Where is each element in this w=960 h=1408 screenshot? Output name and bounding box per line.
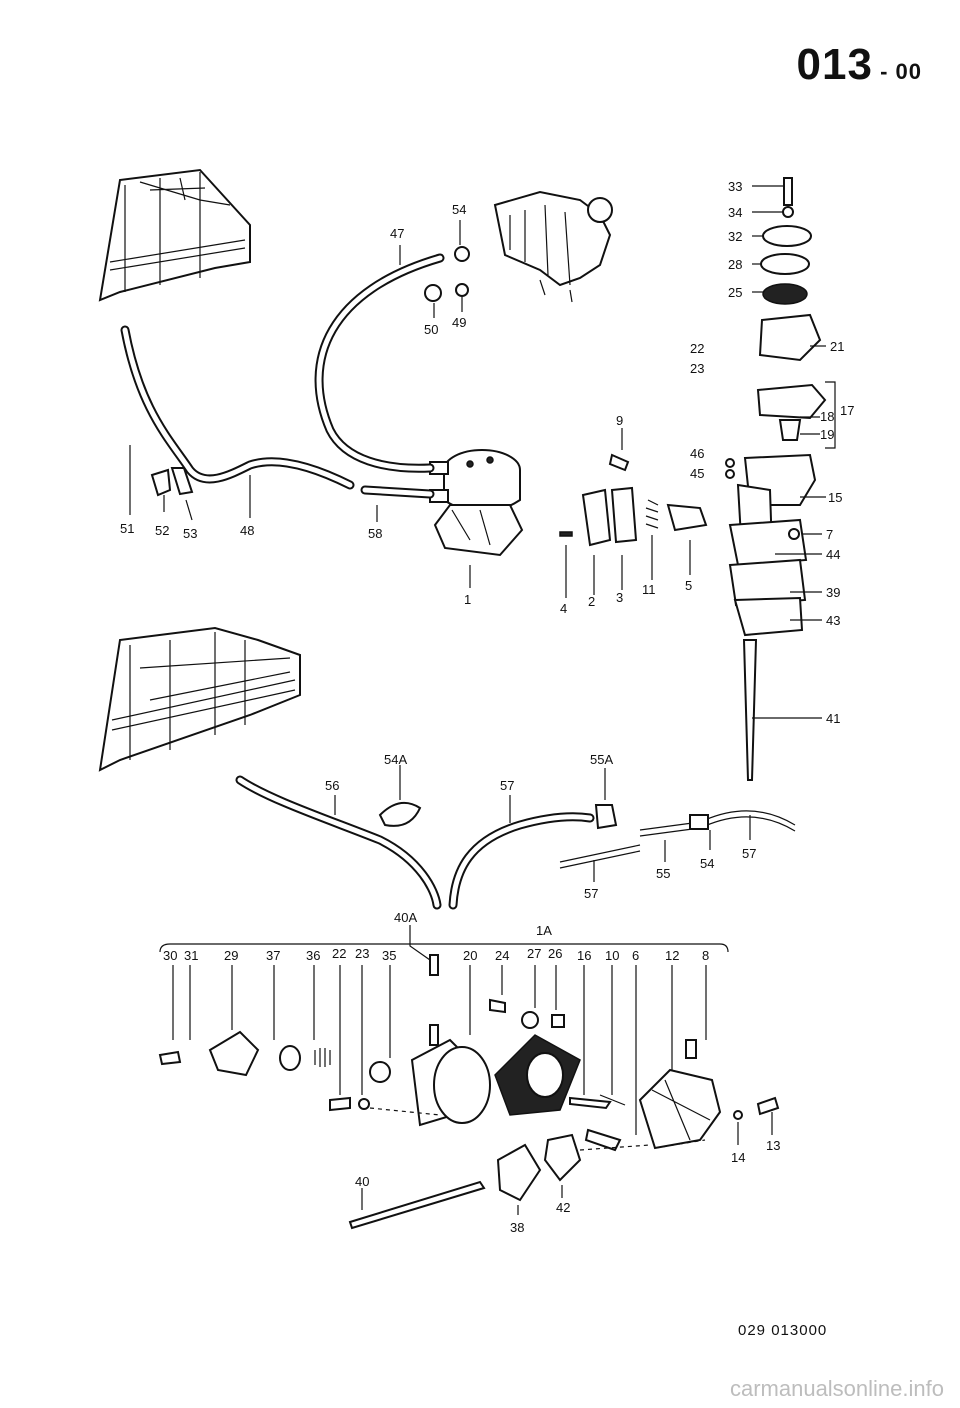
label-25: 25 [728,285,742,300]
label-39: 39 [826,585,840,600]
label-55A: 55A [590,752,613,767]
label-54A: 54A [384,752,407,767]
figure-id: 029 013000 [738,1322,828,1339]
label-12: 12 [665,948,679,963]
label-51: 51 [120,521,134,536]
label-2: 2 [588,594,595,609]
label-52: 52 [155,523,169,538]
label-50: 50 [424,322,438,337]
label-47: 47 [390,226,404,241]
label-21: 21 [830,339,844,354]
label-57-lower: 57 [584,886,598,901]
label-53: 53 [183,526,197,541]
label-30: 30 [163,948,177,963]
engine-block-middle [98,626,301,772]
label-26: 26 [548,946,562,961]
label-9: 9 [616,413,623,428]
label-41: 41 [826,711,840,726]
label-29: 29 [224,948,238,963]
label-19: 19 [820,427,834,442]
label-32: 32 [728,229,742,244]
hoses [120,253,796,910]
label-43: 43 [826,613,840,628]
label-7: 7 [826,527,833,542]
label-10: 10 [605,948,619,963]
label-35: 35 [382,948,396,963]
label-54-top: 54 [452,202,466,217]
label-4: 4 [560,601,567,616]
label-34: 34 [728,205,742,220]
label-1A: 1A [536,923,552,938]
label-8: 8 [702,948,709,963]
label-27: 27 [527,946,541,961]
label-40A: 40A [394,910,417,925]
part-labels: 47 54 50 49 51 52 53 48 58 1 9 4 2 3 11 … [120,179,854,1235]
label-13: 13 [766,1138,780,1153]
watermark: carmanualsonline.info [729,1376,944,1401]
label-54-right: 54 [700,856,714,871]
label-28: 28 [728,257,742,272]
label-58: 58 [368,526,382,541]
pump-assembly-bottom [158,943,780,1230]
label-44: 44 [826,547,840,562]
label-16: 16 [577,948,591,963]
label-5: 5 [685,578,692,593]
label-3: 3 [616,590,623,605]
label-24: 24 [495,948,509,963]
label-38: 38 [510,1220,524,1235]
label-11: 11 [642,582,656,597]
label-6: 6 [632,948,639,963]
label-36: 36 [306,948,320,963]
label-23-top: 23 [690,361,704,376]
label-42: 42 [556,1200,570,1215]
label-20: 20 [463,948,477,963]
label-48: 48 [240,523,254,538]
label-17: 17 [840,403,854,418]
label-56: 56 [325,778,339,793]
hose-fittings [150,246,709,830]
label-45: 45 [690,466,704,481]
label-22-bottom: 22 [332,946,346,961]
label-1: 1 [464,592,471,607]
section-code-suffix-value: 00 [895,59,922,84]
carburetor [493,190,613,303]
label-15: 15 [828,490,842,505]
label-31: 31 [184,948,198,963]
small-parts-center [559,453,708,547]
section-code-suffix: - 00 [872,59,922,84]
label-37: 37 [266,948,280,963]
label-33: 33 [728,179,742,194]
label-57-upper: 57 [500,778,514,793]
label-40: 40 [355,1174,369,1189]
label-23-bottom: 23 [355,946,369,961]
section-code: 013 - 00 [797,40,922,90]
section-code-main: 013 [796,40,873,89]
engine-block-top [98,168,251,302]
label-57-right: 57 [742,846,756,861]
leader-lines [129,185,836,1215]
label-49: 49 [452,315,466,330]
label-55: 55 [656,866,670,881]
fuel-pump-upper [429,449,524,557]
label-22-top: 22 [690,341,704,356]
label-46: 46 [690,446,704,461]
label-14: 14 [731,1150,745,1165]
label-18: 18 [820,409,834,424]
